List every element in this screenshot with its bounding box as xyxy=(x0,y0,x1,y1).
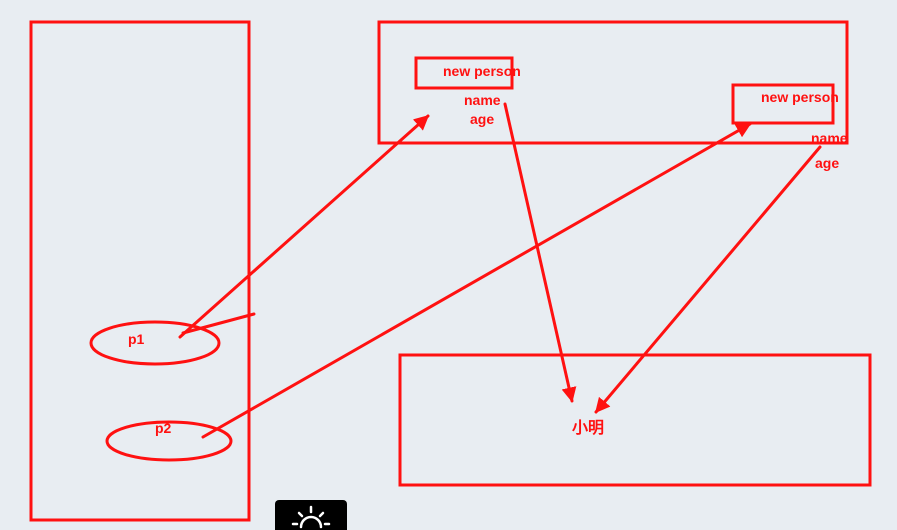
brightness-icon xyxy=(291,505,331,529)
object2-header-box xyxy=(731,83,835,125)
p1-ellipse xyxy=(89,320,221,366)
object1-header-box xyxy=(414,56,514,90)
object2-title: new person xyxy=(761,89,839,105)
ref-p1-label: p1 xyxy=(128,331,145,347)
string-pool-box xyxy=(398,353,872,487)
string-value-label: 小明 xyxy=(572,418,605,437)
object1-age-field: age xyxy=(470,111,495,127)
object2-name-field: name xyxy=(811,130,848,146)
stack-box xyxy=(29,20,251,522)
arrow-obj1-name-to-string xyxy=(503,102,577,403)
brightness-button[interactable] xyxy=(275,500,347,530)
arrow-p1-to-object1 xyxy=(178,114,430,339)
p1-tail-stroke xyxy=(181,312,256,335)
p2-ellipse xyxy=(105,420,233,462)
arrow-p2-to-object2 xyxy=(201,122,752,439)
object1-name-field: name xyxy=(464,92,501,108)
arrow-obj2-name-to-string xyxy=(594,145,822,414)
object2-age-field: age xyxy=(815,155,840,171)
object1-title: new person xyxy=(443,63,521,79)
heap-box xyxy=(377,20,849,145)
ref-p2-label: p2 xyxy=(155,420,172,436)
